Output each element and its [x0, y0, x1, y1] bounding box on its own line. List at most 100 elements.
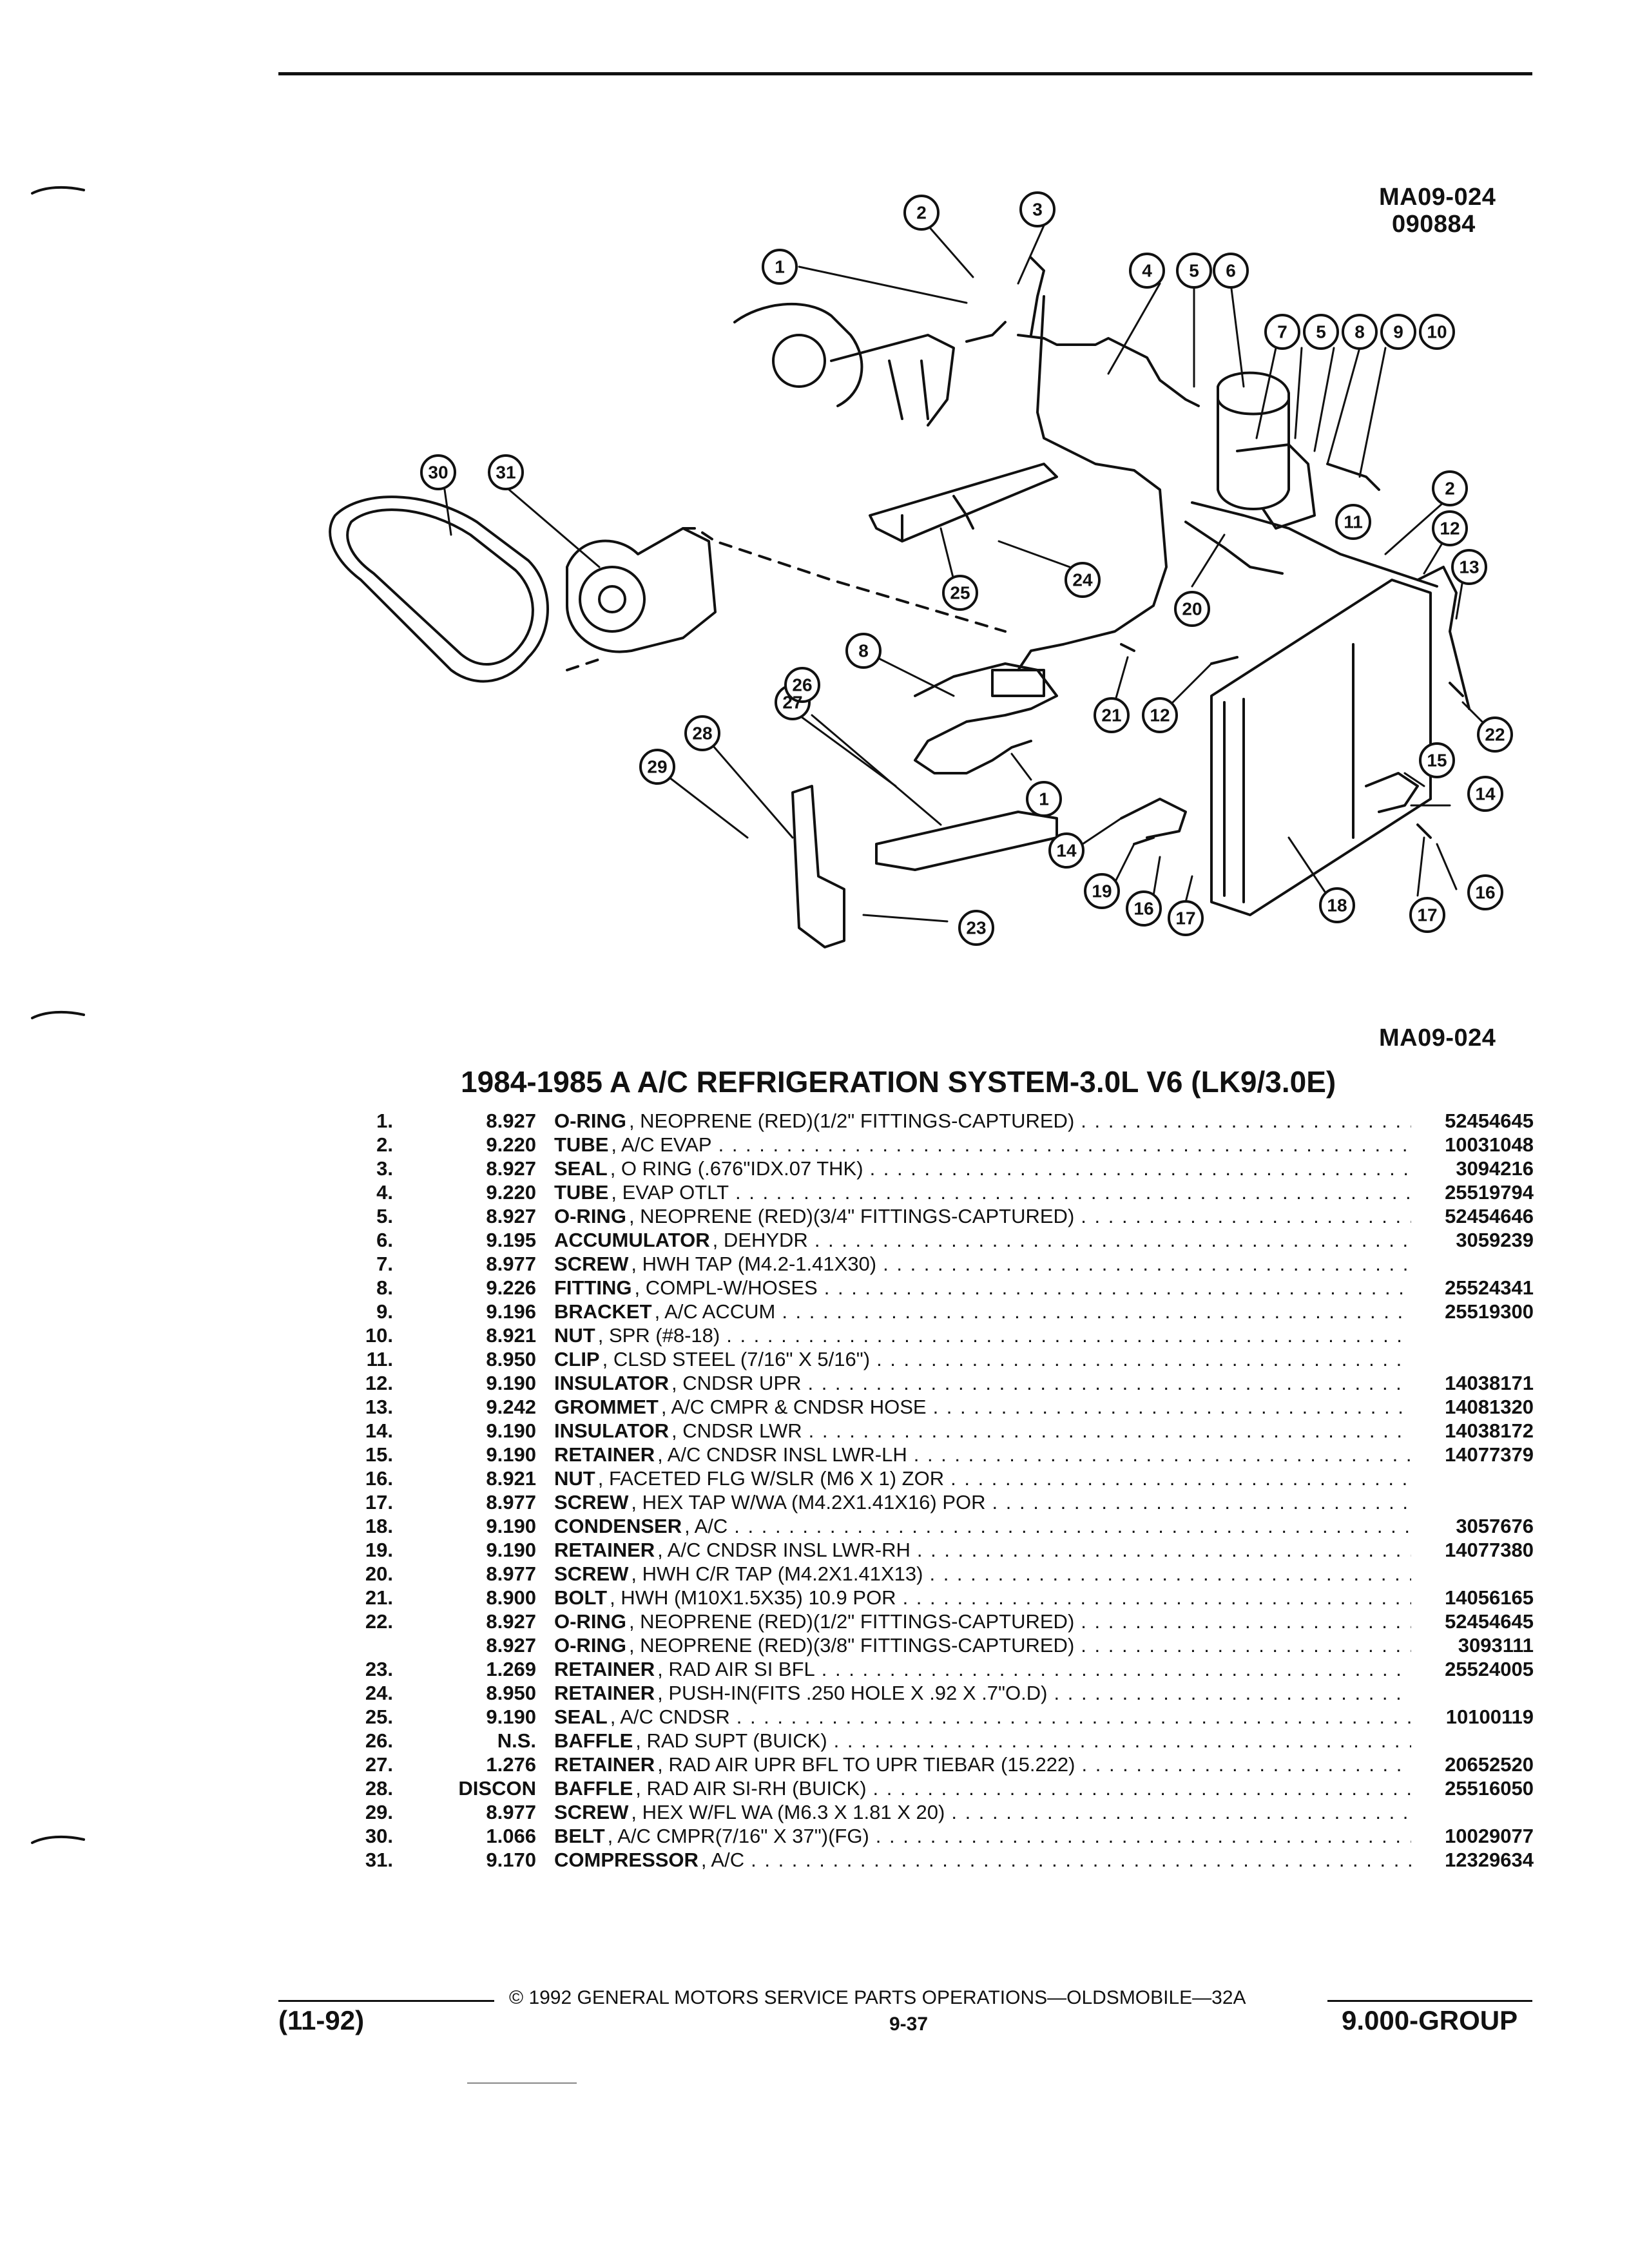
part-item-number: 18. — [365, 1515, 393, 1537]
footer-rule-left — [278, 2000, 494, 2002]
part-description: , NEOPRENE (RED)(1/2" FITTINGS-CAPTURED) — [628, 1610, 1075, 1633]
dashed-connector — [566, 527, 1007, 671]
svg-text:12: 12 — [1150, 706, 1170, 726]
part-group-number: 8.921 — [486, 1467, 536, 1490]
part-description: , NEOPRENE (RED)(3/8" FITTINGS-CAPTURED) — [628, 1634, 1075, 1657]
part-description: , RAD AIR UPR BFL TO UPR TIEBAR (15.222) — [657, 1753, 1075, 1776]
part-description: , NEOPRENE (RED)(3/4" FITTINGS-CAPTURED) — [628, 1205, 1075, 1227]
part-description: , A/C CNDSR — [610, 1706, 730, 1728]
leader-dots — [907, 1443, 1411, 1466]
part-group-number: 9.190 — [486, 1706, 536, 1728]
part-description: , HWH C/R TAP (M4.2X1.41X13) — [631, 1562, 923, 1585]
part-name: RETAINER — [554, 1443, 655, 1466]
part-name: BAFFLE — [554, 1777, 633, 1800]
part-number: 10100119 — [1445, 1706, 1534, 1728]
part-description: , A/C CNDSR INSL LWR-LH — [657, 1443, 907, 1466]
part-group-number: 8.977 — [486, 1253, 536, 1275]
part-item-number: 26. — [365, 1729, 393, 1752]
part-number: 14077380 — [1445, 1539, 1534, 1561]
part-name: INSULATOR — [554, 1419, 669, 1442]
group-label: 9.000-GROUP — [1342, 2005, 1518, 2035]
part-description: , CNDSR LWR — [671, 1419, 802, 1442]
part-item-number: 23. — [365, 1658, 393, 1680]
lower-brackets — [1120, 772, 1432, 845]
leader-dots — [1048, 1682, 1412, 1705]
leader-dots — [896, 1586, 1411, 1610]
leader-dots — [1074, 1110, 1411, 1133]
fitting-hoses — [914, 662, 1058, 774]
section-title: 1984-1985 A A/C REFRIGERATION SYSTEM-3.0… — [461, 1065, 1336, 1099]
hose-upper — [1184, 501, 1438, 588]
part-number: 14081320 — [1445, 1396, 1534, 1418]
engine-outline — [733, 302, 955, 427]
part-group-number: 8.900 — [486, 1586, 536, 1609]
leader-dots — [923, 1562, 1411, 1586]
leader-dots — [945, 1801, 1411, 1824]
part-item-number: 30. — [365, 1825, 393, 1847]
part-name: TUBE — [554, 1181, 609, 1204]
part-item-number: 10. — [365, 1324, 393, 1347]
part-name: RETAINER — [554, 1753, 655, 1776]
svg-text:18: 18 — [1327, 896, 1347, 916]
part-description: , A/C ACCUM — [654, 1300, 776, 1323]
footer-rule-right — [1327, 2000, 1532, 2002]
part-item-number: 22. — [365, 1610, 393, 1633]
svg-text:14: 14 — [1056, 841, 1077, 861]
leader-dots — [728, 1515, 1411, 1538]
part-number: 14077379 — [1445, 1443, 1534, 1466]
part-number: 20652520 — [1445, 1753, 1534, 1776]
part-description: , A/C CMPR(7/16" X 37")(FG) — [607, 1825, 869, 1847]
part-description: , A/C EVAP — [611, 1133, 712, 1156]
part-description: , EVAP OTLT — [611, 1181, 729, 1204]
parts-row: 26.N.S.BAFFLE, RAD SUPT (BUICK) — [322, 1729, 1534, 1753]
leader-dots — [775, 1300, 1411, 1323]
part-number: 25519300 — [1445, 1300, 1534, 1323]
part-group-number: 1.066 — [486, 1825, 536, 1847]
part-item-number: 31. — [365, 1849, 393, 1871]
svg-text:17: 17 — [1417, 905, 1437, 925]
leader-dots — [867, 1777, 1411, 1800]
part-group-number: DISCON — [458, 1777, 536, 1800]
part-item-number: 24. — [365, 1682, 393, 1704]
part-description: , PUSH-IN(FITS .250 HOLE X .92 X .7"O.D) — [657, 1682, 1048, 1704]
part-group-number: 8.977 — [486, 1562, 536, 1585]
part-group-number: 1.269 — [486, 1658, 536, 1680]
svg-text:2: 2 — [916, 203, 927, 223]
part-item-number: 6. — [376, 1229, 393, 1251]
part-name: SCREW — [554, 1253, 629, 1275]
svg-text:30: 30 — [428, 463, 448, 483]
svg-text:11: 11 — [1344, 512, 1363, 532]
part-description: , CLSD STEEL (7/16" X 5/16") — [602, 1348, 871, 1370]
part-description: , A/C — [684, 1515, 728, 1537]
part-item-number: 27. — [365, 1753, 393, 1776]
part-name: CONDENSER — [554, 1515, 682, 1537]
leader-dots — [827, 1729, 1411, 1753]
part-group-number: 8.950 — [486, 1348, 536, 1370]
part-number: 3093111 — [1458, 1634, 1534, 1657]
leader-dots — [1074, 1634, 1411, 1657]
part-item-number: 1. — [376, 1110, 393, 1132]
part-number: 3059239 — [1456, 1229, 1534, 1251]
leader-dots — [876, 1253, 1411, 1276]
svg-text:5: 5 — [1189, 261, 1199, 281]
leader-dots — [1074, 1610, 1411, 1633]
svg-text:14: 14 — [1475, 784, 1496, 804]
part-group-number: 8.950 — [486, 1682, 536, 1704]
svg-text:12: 12 — [1440, 519, 1460, 539]
part-name: BAFFLE — [554, 1729, 633, 1752]
part-item-number: 20. — [365, 1562, 393, 1585]
part-item-number: 29. — [365, 1801, 393, 1823]
compressor-body — [566, 527, 717, 653]
svg-text:1: 1 — [1039, 789, 1049, 809]
part-item-number: 13. — [365, 1396, 393, 1418]
part-description: , A/C CMPR & CNDSR HOSE — [660, 1396, 927, 1418]
part-item-number: 7. — [376, 1253, 393, 1275]
